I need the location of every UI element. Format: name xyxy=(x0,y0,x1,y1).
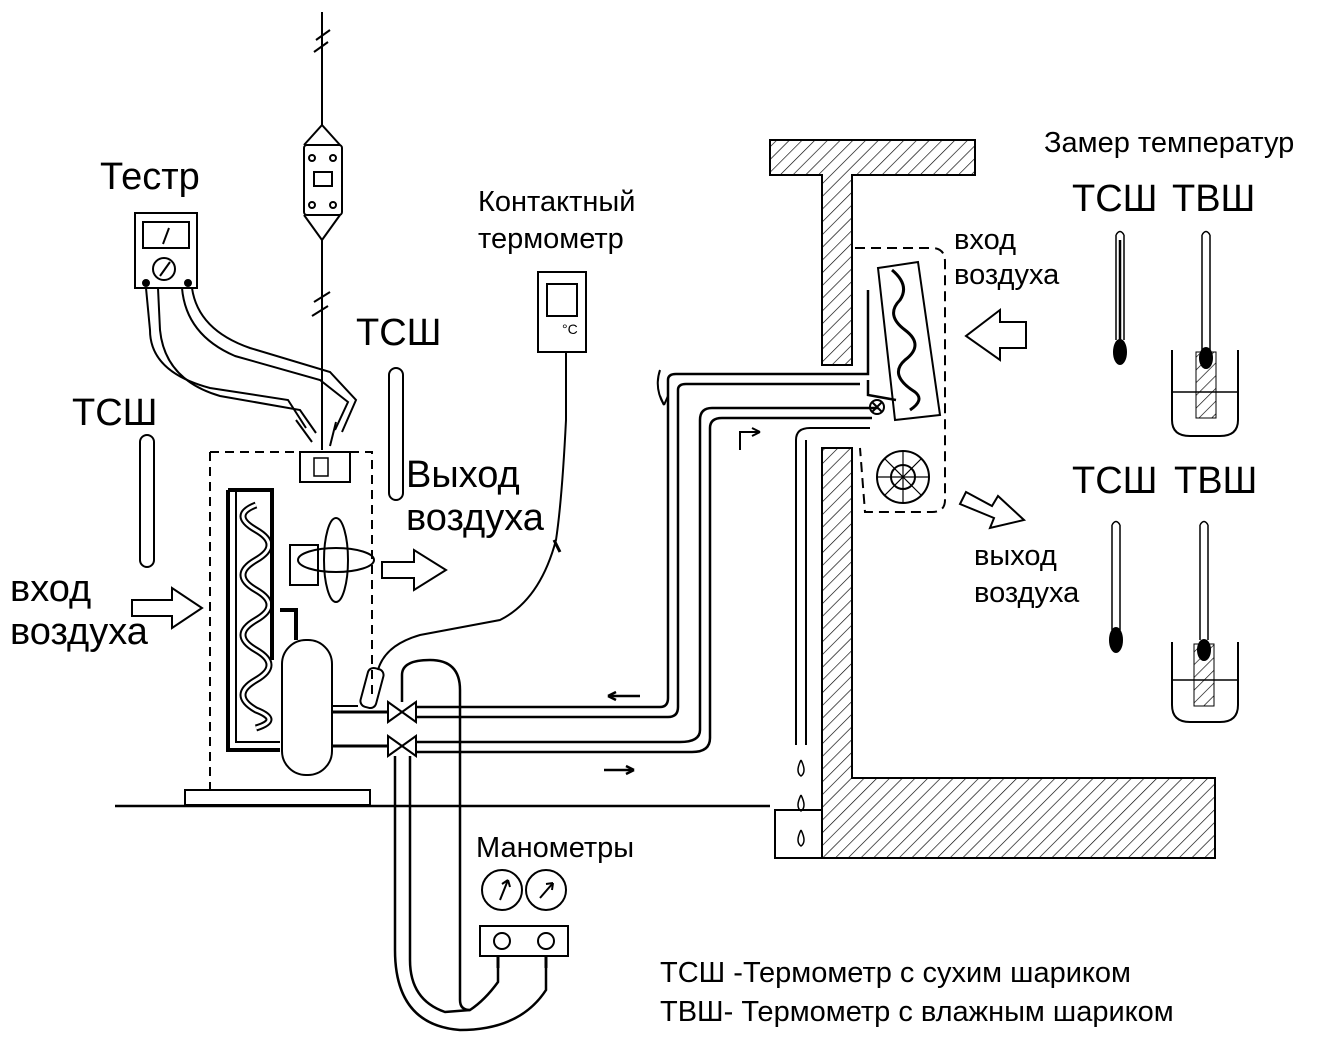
legend: ТСШ -Термометр с сухим шариком ТВШ- Терм… xyxy=(660,954,1174,1033)
outdoor-unit xyxy=(184,451,388,806)
wet-thermometer-top-label: ТВШ xyxy=(1172,178,1256,220)
air-inlet-outdoor-label: вход воздуха xyxy=(10,568,148,653)
air-outlet-indoor-label: выход воздуха xyxy=(974,538,1079,611)
air-inlet-outdoor-line2: воздуха xyxy=(10,610,148,653)
temperature-measurement-label: Замер температур xyxy=(1044,127,1295,159)
tester-device xyxy=(134,212,358,447)
thermometers xyxy=(139,230,1239,723)
indoor-unit xyxy=(855,247,946,513)
tester-label: Тестр xyxy=(100,156,200,198)
contact-thermometer-line2: термометр xyxy=(478,223,624,256)
air-inlet-indoor-line2: воздуха xyxy=(954,259,1060,292)
air-inlet-indoor-line1: вход xyxy=(954,224,1016,256)
gauge-manifold xyxy=(393,658,569,1032)
contact-thermometer-label: Контактный термометр xyxy=(478,184,635,258)
dry-thermometer-mid-label: ТСШ xyxy=(356,312,442,354)
refrigerant-lines xyxy=(416,290,878,776)
airflow-arrows xyxy=(131,307,1027,630)
legend-wet-bulb: ТВШ- Термометр с влажным шариком xyxy=(660,996,1174,1029)
air-inlet-outdoor-line1: вход xyxy=(10,568,92,610)
contact-thermometer-line1: Контактный xyxy=(478,186,636,218)
dry-thermometer-top-label: ТСШ xyxy=(1072,178,1158,220)
air-outlet-indoor-line2: воздуха xyxy=(974,576,1080,609)
gauges-label: Манометры xyxy=(476,832,635,864)
contact-thermometer xyxy=(359,271,587,710)
dry-thermometer-bottom-label: ТСШ xyxy=(1072,460,1158,502)
air-outlet-outdoor-label: Выход воздуха xyxy=(406,454,544,539)
condensate-drops xyxy=(797,759,805,847)
air-outlet-outdoor-line2: воздуха xyxy=(406,496,544,539)
thermometer-unit: °C xyxy=(562,321,578,337)
air-inlet-indoor-label: вход воздуха xyxy=(954,223,1059,294)
legend-dry-bulb: ТСШ -Термометр с сухим шариком xyxy=(660,957,1131,989)
dry-thermometer-left-label: ТСШ xyxy=(72,392,158,434)
air-outlet-indoor-line1: выход xyxy=(974,540,1057,572)
power-line xyxy=(303,12,343,450)
service-valves xyxy=(387,700,417,758)
air-outlet-outdoor-line1: Выход xyxy=(406,454,520,496)
wet-thermometer-bottom-label: ТВШ xyxy=(1174,460,1258,502)
